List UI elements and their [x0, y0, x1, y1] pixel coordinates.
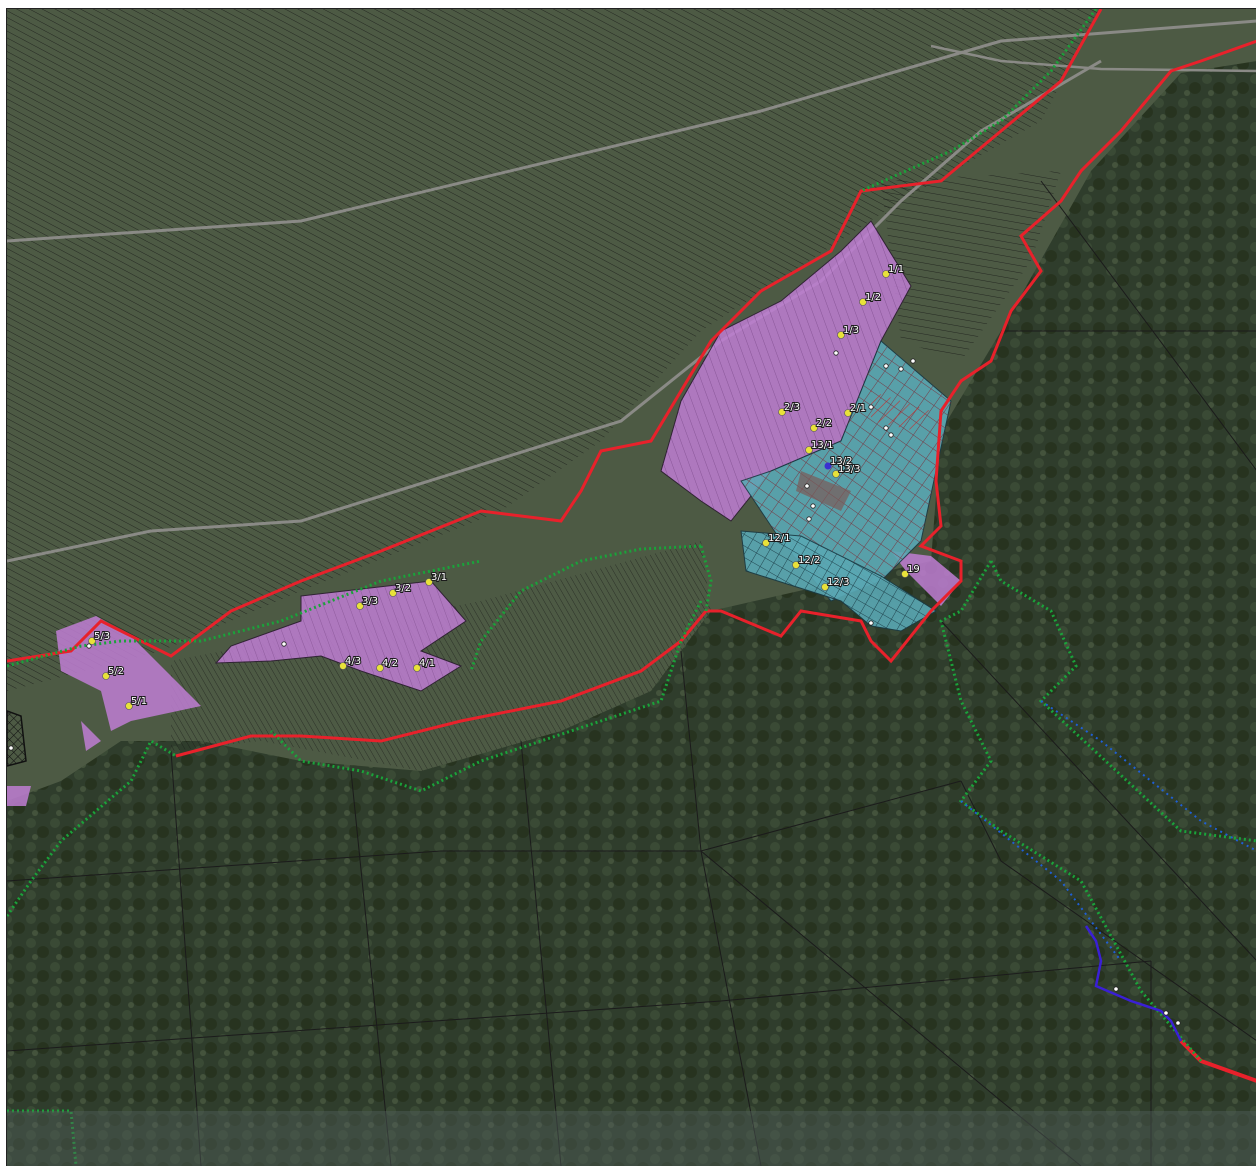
plot-marker-4-1[interactable]: 4/1 — [413, 657, 436, 672]
hatched-parcel — [7, 710, 27, 767]
plot-marker-19[interactable]: 19 — [901, 563, 921, 578]
plot-label-4-1: 4/1 — [419, 658, 435, 669]
farmland-strips-east — [881, 171, 1061, 361]
cadastral-map[interactable]: 1/1 1/2 1/3 2/1 2/2 2/3 13/1 13/2 13/3 1… — [7, 9, 1256, 1166]
plot-labels-layer: 1/1 1/2 1/3 2/1 2/2 2/3 13/1 13/2 13/3 1… — [88, 263, 921, 710]
plot-label-12-3: 12/3 — [827, 577, 849, 588]
plot-label-3-1: 3/1 — [431, 572, 447, 583]
forest-grid — [7, 180, 1256, 1166]
boundary-red — [7, 9, 1256, 758]
plot-label-12-1: 12/1 — [768, 533, 790, 544]
plot-marker-4-3[interactable]: 4/3 — [339, 655, 362, 670]
plot-label-5-2: 5/2 — [108, 666, 124, 677]
plot-marker-5-2[interactable]: 5/2 — [102, 665, 125, 680]
plot-marker-2-2[interactable]: 2/2 — [810, 417, 833, 432]
road-east — [930, 44, 1256, 73]
plot-marker-3-1[interactable]: 3/1 — [425, 571, 448, 586]
map-viewport[interactable]: 1/1 1/2 1/3 2/1 2/2 2/3 13/1 13/2 13/3 1… — [6, 8, 1256, 1166]
plot-marker-4-2[interactable]: 4/2 — [376, 657, 399, 672]
plot-label-12-2: 12/2 — [798, 555, 820, 566]
plot-marker-3-2[interactable]: 3/2 — [389, 582, 412, 597]
plot-marker-13-1[interactable]: 13/1 — [805, 439, 834, 454]
plot-marker-12-3[interactable]: 12/3 — [821, 576, 850, 591]
plot-label-4-2: 4/2 — [382, 658, 398, 669]
plot-marker-12-1[interactable]: 12/1 — [762, 532, 791, 547]
village-road — [7, 59, 1102, 563]
plot-marker-2-3[interactable]: 2/3 — [778, 401, 801, 416]
plot-marker-13-2[interactable]: 13/2 — [824, 455, 853, 470]
plot-label-4-3: 4/3 — [345, 656, 361, 667]
plot-label-2-1: 2/1 — [850, 403, 866, 414]
plot-marker-3-3[interactable]: 3/3 — [356, 595, 379, 610]
plot-label-13-1: 13/1 — [811, 440, 833, 451]
plot-label-19: 19 — [907, 564, 920, 575]
plot-label-13-3: 13/3 — [838, 464, 860, 475]
plot-marker-13-3[interactable]: 13/3 — [832, 463, 861, 478]
plot-label-3-2: 3/2 — [395, 583, 411, 594]
plot-marker-2-1[interactable]: 2/1 — [844, 402, 867, 417]
plot-label-2-3: 2/3 — [784, 402, 800, 413]
survey-points — [8, 350, 1181, 1026]
plot-label-5-1: 5/1 — [131, 696, 147, 707]
plot-label-5-3: 5/3 — [94, 631, 110, 642]
farmland-strips-south — [171, 541, 711, 771]
plot-marker-12-2[interactable]: 12/2 — [792, 554, 821, 569]
plot-label-1-1: 1/1 — [888, 264, 904, 275]
cyan-zones — [740, 340, 952, 632]
plot-label-1-2: 1/2 — [865, 292, 881, 303]
boundary-green-dotted — [7, 9, 1256, 1166]
plot-marker-1-1[interactable]: 1/1 — [882, 263, 905, 278]
plot-marker-1-2[interactable]: 1/2 — [859, 291, 882, 306]
forest-haze — [7, 1111, 1256, 1166]
plot-marker-5-1[interactable]: 5/1 — [125, 695, 148, 710]
purple-zones — [7, 220, 961, 806]
boundary-blue-dotted — [960, 700, 1256, 962]
river — [1084, 925, 1183, 1042]
plot-label-2-2: 2/2 — [816, 418, 832, 429]
plot-marker-1-3[interactable]: 1/3 — [837, 324, 860, 339]
plot-marker-5-3[interactable]: 5/3 — [88, 630, 111, 645]
farmland-strips-north — [7, 9, 1101, 691]
plot-label-1-3: 1/3 — [843, 325, 859, 336]
boundary-red-south — [1179, 1039, 1256, 1083]
plot-label-3-3: 3/3 — [362, 596, 378, 607]
plot-label-13-2: 13/2 — [830, 456, 852, 467]
